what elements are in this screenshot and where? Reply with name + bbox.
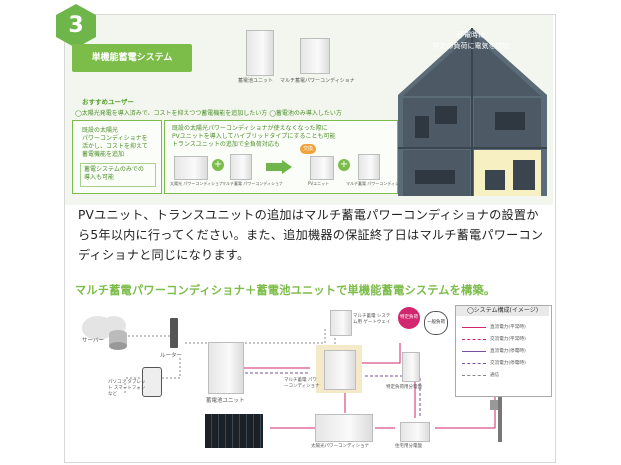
left-feature-line-2: パワーコンディショナを <box>82 135 148 142</box>
left-feature-box <box>72 120 162 194</box>
storage-unit-label: 蓄電池ユニット <box>238 78 274 84</box>
plus-icon: + <box>212 159 224 171</box>
solar-panel-image <box>205 414 263 448</box>
legend-item-1: 交流電力(平常時) <box>490 337 526 342</box>
multi-pcs-diagram-label: マルチ蓄電 パワーコンディショナ <box>284 378 320 389</box>
left-feature-note-2: 導入も可能 <box>84 174 115 181</box>
legend-item-0: 直流電力(平常時) <box>490 325 526 330</box>
tablet-icon <box>142 367 162 397</box>
legend-item-2: 直流電力(停電時) <box>490 349 526 354</box>
house-panel-label: 住宅用分電盤 <box>395 444 422 449</box>
house-caption-line-1: 停電時は <box>457 31 485 39</box>
multi-pcs-small-image <box>358 154 380 180</box>
arrow-right-icon <box>266 160 292 174</box>
legend-line-2 <box>462 351 486 352</box>
note-paragraph: PVユニット、トランスユニットの追加はマルチ蓄電パワーコンディショナの設置から5… <box>78 208 544 262</box>
old-pcs-image <box>174 156 208 180</box>
storage-unit-image <box>246 30 274 76</box>
system-diagram-title: マルチ蓄電パワーコンディショナ＋蓄電池ユニットで単機能蓄電システムを構築。 <box>75 284 496 297</box>
legend-line-4 <box>462 375 486 376</box>
legend-title: ◯システム構成(イメージ) <box>456 306 549 316</box>
recommended-options: ◯太陽光発電を導入済みで、コストを抑えつつ蓄電機能を追加したい方 ◯蓄電池のみ導… <box>75 110 342 117</box>
house-caption-line-2: 特定の負荷に電気を供給 <box>432 42 510 50</box>
legend-item-4: 通信 <box>490 373 500 378</box>
router-image <box>170 318 178 348</box>
multi-pcs-small-label-2: マルチ蓄電 パワーコンディショナ <box>346 181 407 186</box>
house-illustration <box>398 28 547 196</box>
storage-unit-diagram-image <box>208 342 244 394</box>
multi-pcs-small-image <box>230 154 252 180</box>
left-feature-line-4: 蓄電機能を追加 <box>82 151 125 158</box>
legend-line-1 <box>462 339 486 340</box>
left-feature-line-3: 活かし、コストを抑えて <box>82 143 148 150</box>
pv-unit-label: PVユニット <box>308 181 330 186</box>
old-pcs-label: 太陽光 パワーコンディショナ <box>170 181 223 186</box>
router-label: ルーター <box>160 353 183 359</box>
solar-pcs-image <box>315 414 373 442</box>
pv-unit-image <box>310 156 334 180</box>
right-feature-line-3: トランスユニットの追加で全負荷対応も <box>172 141 280 148</box>
devices-label: パソコン タブレット スマートフォン など <box>108 380 146 397</box>
specific-load-badge: 特定負荷 <box>398 307 420 329</box>
legend-item-3: 交流電力(停電時) <box>490 361 526 366</box>
specific-panel-image <box>402 352 420 382</box>
house-panel-image <box>400 422 430 442</box>
exchange-badge: 交換 <box>300 144 316 154</box>
legend-line-3 <box>462 363 486 364</box>
recommended-label: おすすめユーザー <box>82 98 134 106</box>
solar-pcs-label: 太陽光パワーコンディショナ <box>311 444 370 449</box>
server-label: サーバー <box>82 338 104 344</box>
left-feature-line-1: 既設の太陽光 <box>82 127 119 134</box>
right-feature-line-1: 既設の太陽光パワーコンディショナが使えなくなった際に <box>172 125 328 132</box>
step-badge-icon <box>56 4 96 48</box>
gateway-label: マルチ蓄電 システム用 ゲートウェイ <box>353 314 391 325</box>
right-feature-line-2: PVユニットを導入してハイブリッドタイプにすることも可能 <box>172 133 336 140</box>
left-feature-note-box <box>80 163 156 187</box>
multi-pcs-image <box>300 38 330 74</box>
multi-pcs-label: マルチ蓄電パワーコンディショナ <box>280 78 355 84</box>
cloud-server-icon <box>82 316 127 350</box>
specific-panel-label: 特定負荷用分電盤 <box>386 385 422 390</box>
left-feature-note-1: 蓄電システムのみでの <box>84 166 144 173</box>
plus-icon: + <box>338 159 350 171</box>
legend-line-0 <box>462 327 486 328</box>
system-title: 単機能蓄電システム <box>72 44 192 72</box>
multi-pcs-diagram-image <box>324 350 356 390</box>
multi-pcs-small-label: マルチ蓄電 パワーコンディショナ <box>222 181 283 186</box>
storage-unit-diagram-label: 蓄電池ユニット <box>206 398 245 404</box>
step-number: 3 <box>68 13 84 38</box>
system-wiring-diagram <box>120 318 496 429</box>
gateway-image <box>330 310 352 336</box>
general-load-badge: 一般負荷 <box>424 311 448 335</box>
